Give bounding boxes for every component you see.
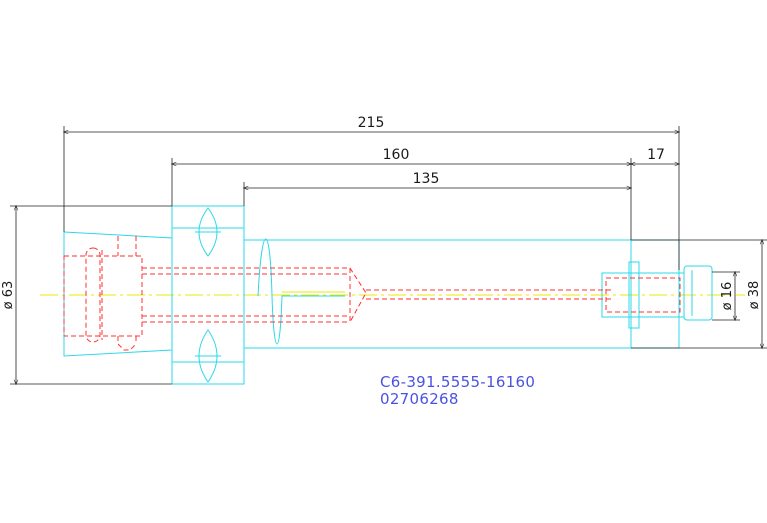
drive-slot-bottom [198,329,218,383]
part-code: C6-391.5555-16160 [380,373,535,391]
nose [630,239,680,349]
dim-label-215: 215 [358,115,385,131]
nose-end [683,265,713,321]
part-number: 02706268 [380,390,459,408]
dim-label-d63: ø 63 [1,281,16,310]
dim-label-d38: ø 38 [747,281,762,310]
hidden-lines [63,236,681,351]
main-body [243,239,632,349]
dimension-lines [10,126,767,386]
dim-label-135: 135 [413,171,440,187]
dim-label-160: 160 [383,147,410,163]
dim-label-17: 17 [647,147,665,163]
thread-pocket [63,255,143,337]
drive-slot-top [198,207,218,257]
drill-point [349,267,367,323]
part-outline [63,205,713,385]
dim-label-d16: ø 16 [720,282,735,311]
spring-symbol [257,238,345,345]
